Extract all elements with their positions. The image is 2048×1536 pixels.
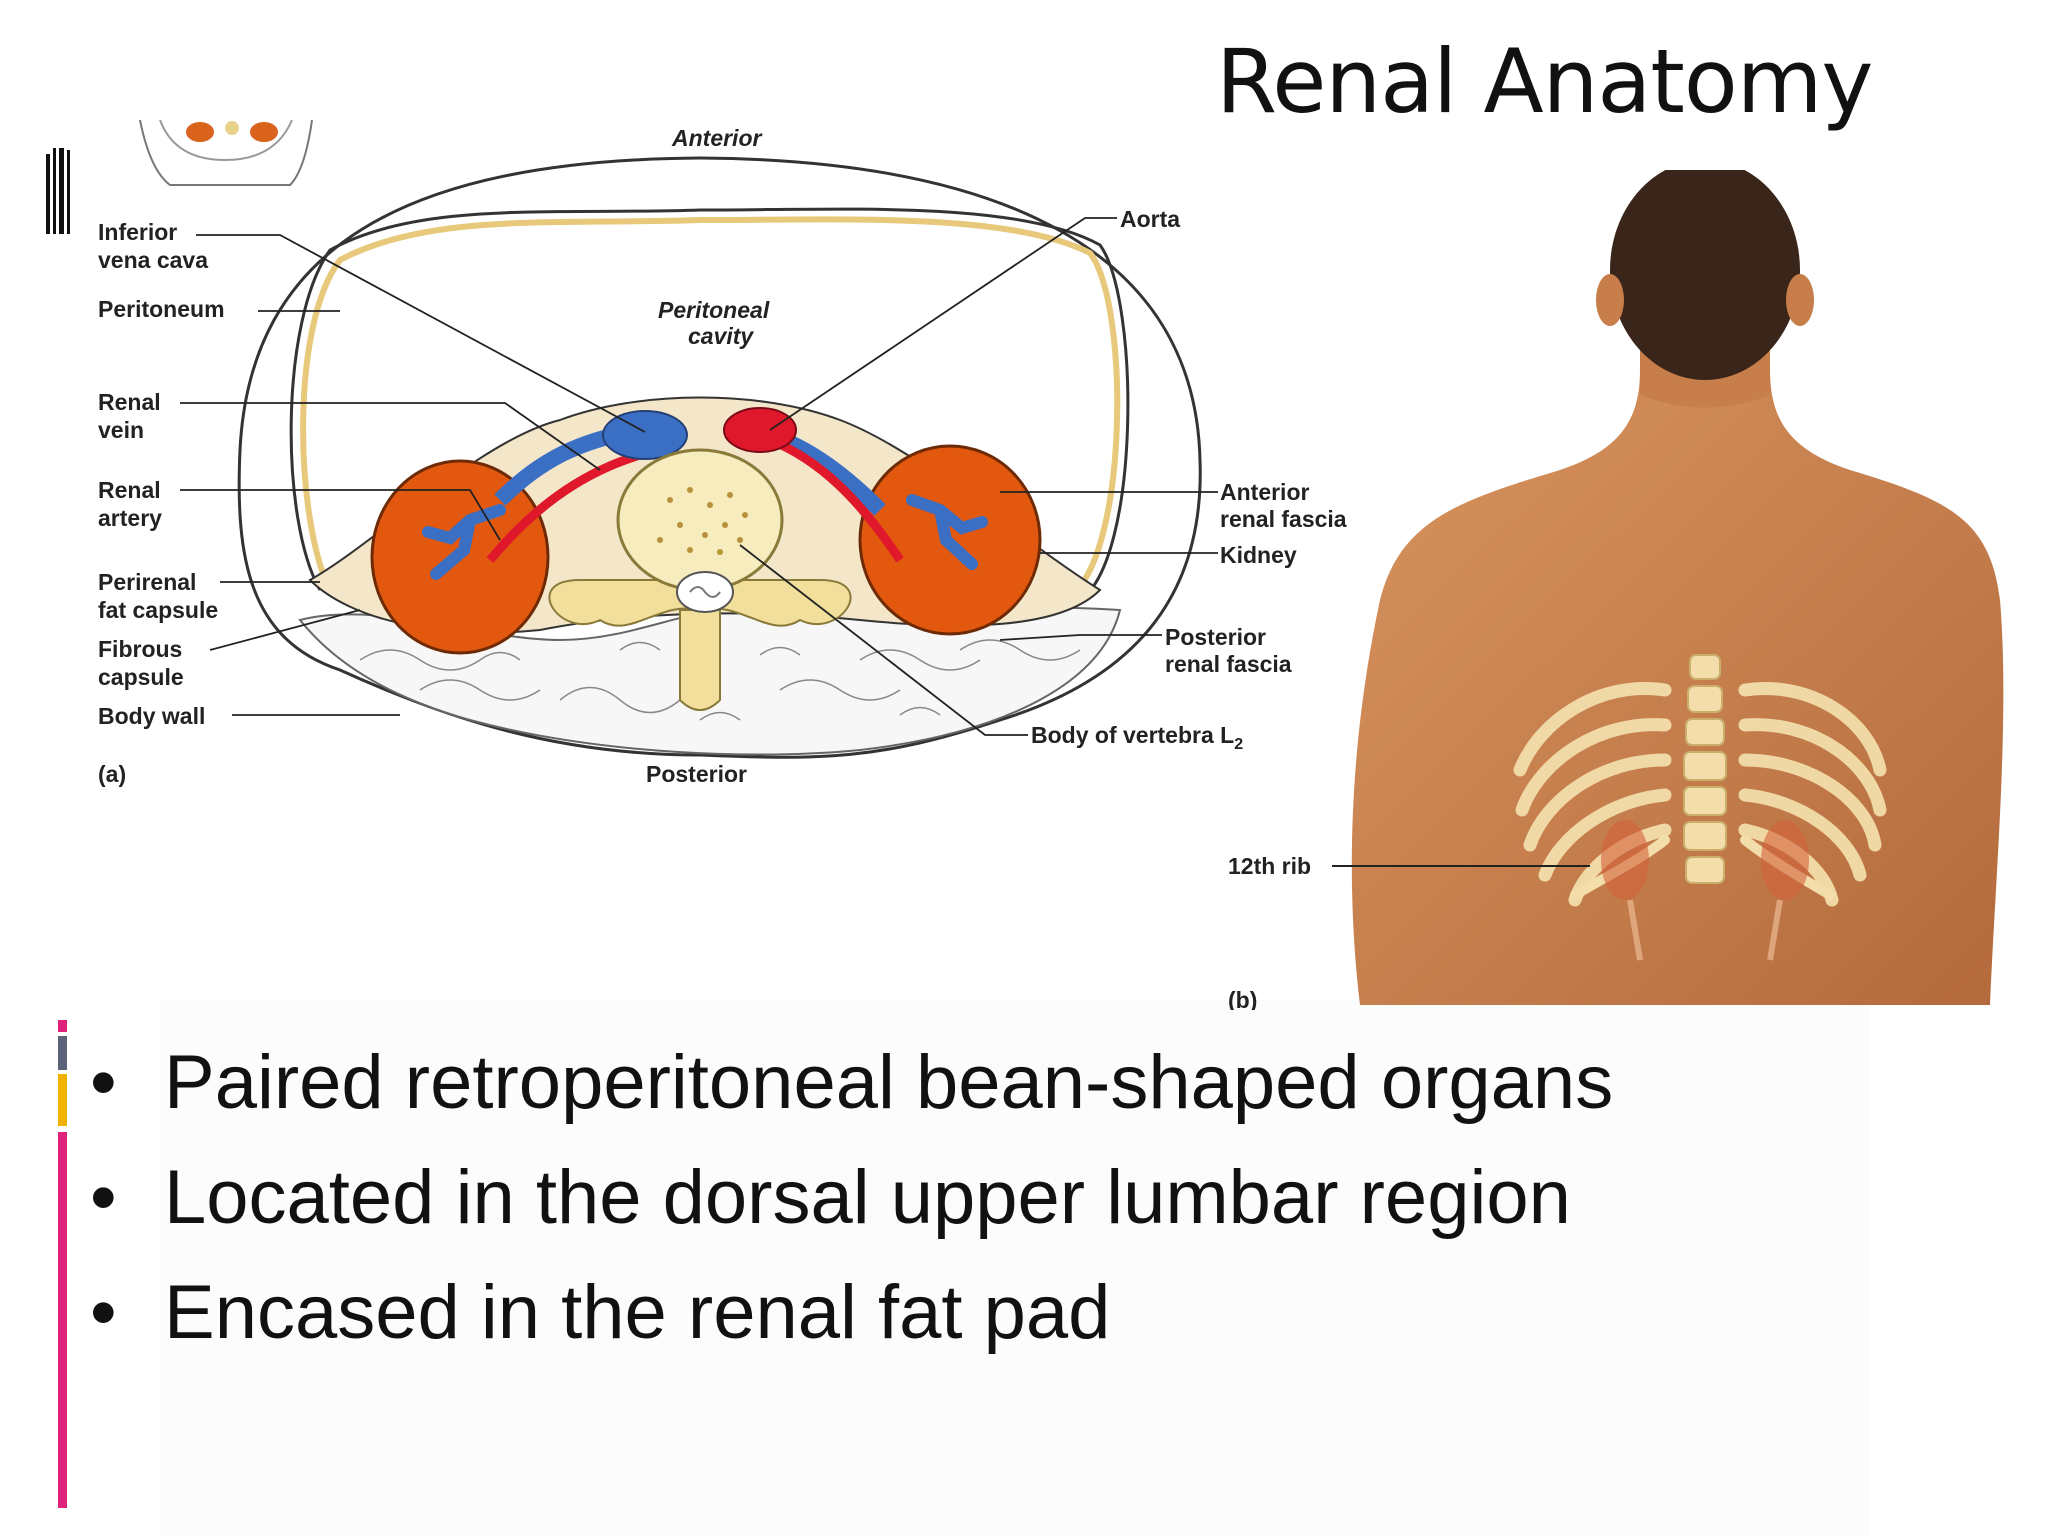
label-renal-vein-2: vein (98, 417, 144, 443)
bullet-item: • Paired retroperitoneal bean-shaped orga… (90, 1038, 1613, 1153)
vertebra-l2 (548, 448, 852, 711)
label-renal-artery-1: Renal (98, 477, 161, 503)
label-ivc-2: vena cava (98, 247, 208, 273)
torso-back (1351, 370, 2004, 1005)
label-perirenal-2: fat capsule (98, 597, 218, 623)
label-ivc-1: Inferior (98, 219, 177, 245)
label-perirenal-1: Perirenal (98, 569, 196, 595)
label-renal-vein-1: Renal (98, 389, 161, 415)
bullet-item: • Encased in the renal fat pad (90, 1268, 1613, 1383)
inferior-vena-cava (602, 410, 688, 460)
accent-bar-pink-top (58, 1020, 67, 1032)
label-fibrous-2: capsule (98, 664, 184, 690)
label-anterior: Anterior (671, 125, 763, 151)
bullet-text: Paired retroperitoneal bean-shaped organ… (164, 1040, 1614, 1125)
label-posterior-fascia-1: Posterior (1165, 624, 1266, 650)
peritoneum-line (289, 207, 1130, 602)
accent-bar-gold (58, 1074, 67, 1126)
aorta (723, 407, 797, 453)
slide-background-panel (160, 1000, 1870, 1536)
bullet-list: • Paired retroperitoneal bean-shaped orga… (90, 1038, 1613, 1383)
cross-section-figure: Anterior Peritoneal cavity Inferior vena… (98, 119, 1347, 787)
muscle-texture (359, 639, 1081, 721)
kidney-right-back (1761, 820, 1809, 900)
spine (1683, 654, 1727, 884)
leader-lines (180, 217, 1218, 736)
label-kidney: Kidney (1220, 542, 1297, 568)
label-peritoneal-cavity-2: cavity (688, 323, 754, 349)
label-peritoneum: Peritoneum (98, 296, 225, 322)
slide-marker-icon (46, 148, 70, 234)
label-vertebra-subscript: 2 (1234, 736, 1243, 753)
bullet-item: • Located in the dorsal upper lumbar regi… (90, 1153, 1613, 1268)
bullet-dot: • (90, 1040, 117, 1125)
label-posterior: Posterior (646, 761, 747, 787)
label-12th-rib: 12th rib (1228, 853, 1311, 879)
back-view-figure: 12th rib (b) (1228, 170, 2004, 1010)
bullet-text: Located in the dorsal upper lumbar regio… (164, 1155, 1571, 1240)
head (1610, 170, 1800, 380)
label-vertebra: Body of vertebra L2 (1031, 722, 1243, 753)
slide-title: Renal Anatomy (1216, 30, 1873, 133)
label-panel-b: (b) (1228, 987, 1257, 1010)
accent-bar-slate (58, 1036, 67, 1070)
label-aorta: Aorta (1120, 206, 1180, 232)
label-peritoneal-cavity-1: Peritoneal (658, 297, 770, 323)
label-panel-a: (a) (98, 761, 126, 787)
renal-artery-left (486, 450, 642, 563)
label-fibrous-1: Fibrous (98, 636, 182, 662)
kidney-left-back (1601, 820, 1649, 900)
bullet-text: Encased in the renal fat pad (164, 1270, 1111, 1355)
renal-artery-right (768, 435, 904, 563)
bullet-dot: • (90, 1270, 117, 1355)
label-body-wall: Body wall (98, 703, 205, 729)
accent-bar-pink (58, 1132, 67, 1508)
torso-thumbnail (139, 119, 313, 186)
label-anterior-fascia-1: Anterior (1220, 479, 1310, 505)
label-renal-artery-2: artery (98, 505, 162, 531)
bullet-dot: • (90, 1155, 117, 1240)
label-posterior-fascia-2: renal fascia (1165, 651, 1292, 677)
label-anterior-fascia-2: renal fascia (1220, 506, 1347, 532)
